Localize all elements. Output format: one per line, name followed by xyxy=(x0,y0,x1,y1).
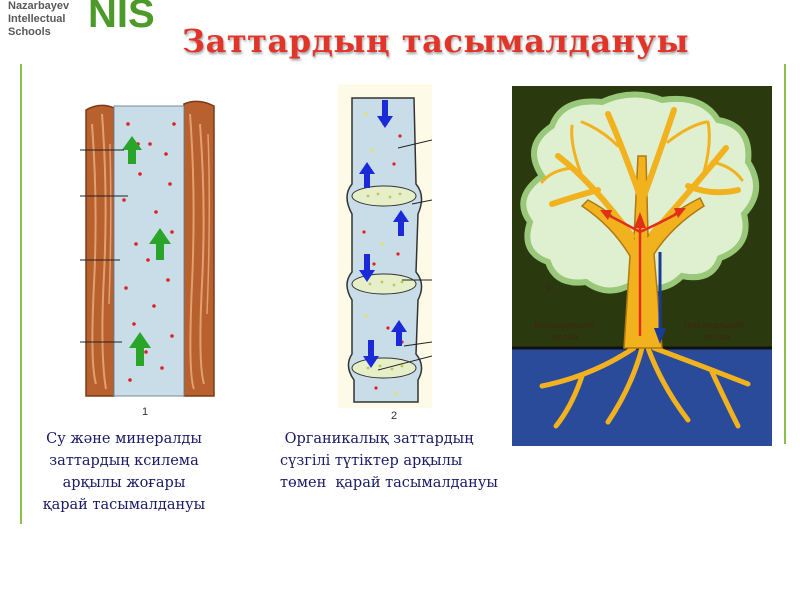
figure-number-2: 2 xyxy=(391,410,398,422)
xylem-illustration xyxy=(80,84,220,404)
phloem-figure xyxy=(338,84,433,408)
descending-flow-label: Нисходящий xyxy=(684,320,744,331)
descending-flow-label-2: поток xyxy=(704,332,731,343)
caption-line: арқылы жоғары xyxy=(62,475,186,491)
caption-line: төмен қарай тасымалдануы xyxy=(280,475,498,491)
xylem-figure xyxy=(80,84,220,404)
nis-logo: NIS xyxy=(88,0,155,37)
ascending-flow-label-2: поток xyxy=(552,332,579,343)
caption-line: қарай тасымалдануы xyxy=(42,497,206,513)
caption-line: Су және минералды xyxy=(46,431,202,447)
caption-line: заттардың ксилема xyxy=(49,453,199,469)
phloem-illustration xyxy=(338,84,433,408)
page-title: Заттардың тасымалдануы xyxy=(182,22,690,60)
figure-number-1: 1 xyxy=(142,406,149,418)
caption-xylem: Су және минералды заттардың ксилема арқы… xyxy=(26,428,222,516)
tree-illustration: 9 Восходящий поток Нисходящий поток xyxy=(512,86,772,446)
ascending-flow-label: Восходящий xyxy=(534,320,594,331)
logo-text: Nazarbayev Intellectual Schools xyxy=(8,0,88,39)
tree-figure: 9 Восходящий поток Нисходящий поток xyxy=(512,86,772,446)
logo-mark-text: NIS xyxy=(88,0,155,36)
caption-line: сүзгілі түтіктер арқылы xyxy=(280,453,463,469)
accent-line-left xyxy=(20,64,22,524)
logo-line: Intellectual xyxy=(8,13,66,25)
caption-line: Органикалық заттардың xyxy=(280,431,474,447)
logo-line: Nazarbayev xyxy=(8,0,70,12)
caption-phloem: Органикалық заттардың сүзгілі түтіктер а… xyxy=(280,428,530,494)
tree-number: 9 xyxy=(546,284,551,295)
logo-line: Schools xyxy=(8,26,51,38)
accent-line-right xyxy=(784,64,786,444)
